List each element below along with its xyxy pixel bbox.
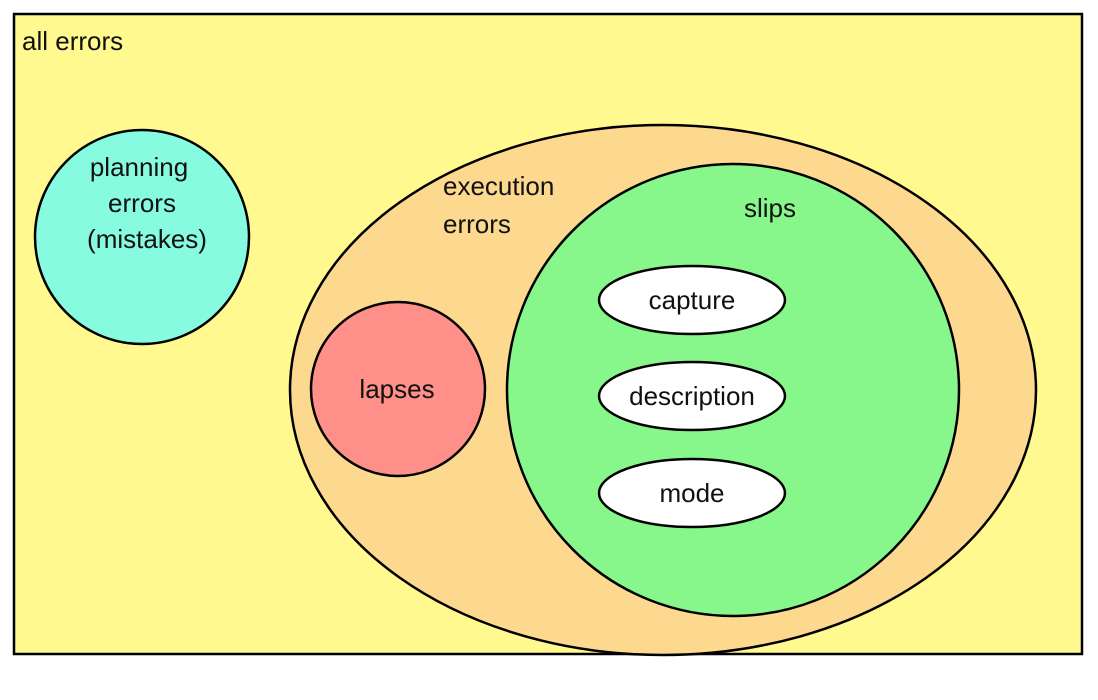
slip-type-description-label: description bbox=[629, 381, 755, 411]
planning-errors-circle bbox=[33, 128, 251, 346]
slip-type-mode-ellipse bbox=[597, 457, 787, 529]
slip-type-capture-label: capture bbox=[649, 285, 736, 315]
slip-type-description-ellipse bbox=[597, 360, 787, 432]
slip-type-capture-ellipse bbox=[597, 264, 787, 336]
execution-errors-label-line1: execution bbox=[443, 171, 554, 201]
planning-errors-label-line2: errors bbox=[108, 188, 176, 218]
lapses-circle bbox=[309, 300, 487, 478]
execution-errors-label-line2: errors bbox=[443, 209, 511, 239]
slips-label: slips bbox=[744, 193, 796, 223]
lapses-label: lapses bbox=[359, 374, 434, 404]
planning-errors-label-line3: (mistakes) bbox=[87, 224, 207, 254]
all-errors-label: all errors bbox=[22, 26, 123, 56]
slip-type-mode-label: mode bbox=[659, 478, 724, 508]
planning-errors-label-line1: planning bbox=[90, 152, 188, 182]
